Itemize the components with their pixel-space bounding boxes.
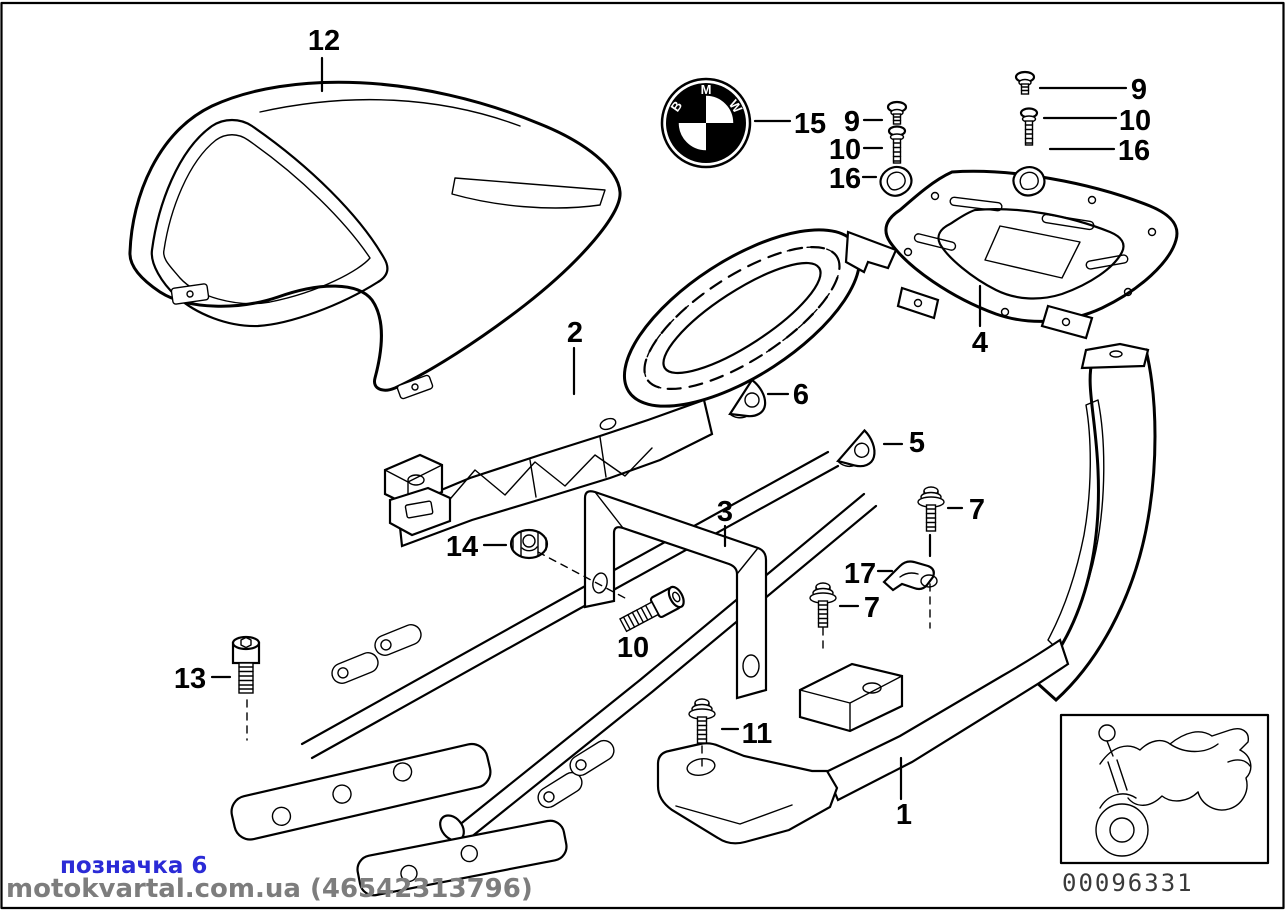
grommet-icon bbox=[876, 162, 916, 201]
callout-10-mid: 10 bbox=[617, 632, 649, 664]
callout-16-left: 16 bbox=[829, 163, 861, 195]
screw-icon bbox=[886, 100, 908, 126]
bmw-letter-m: M bbox=[701, 82, 712, 97]
socket-bolt-part-13 bbox=[231, 635, 261, 695]
carrier-bracket-part-2 bbox=[383, 228, 898, 548]
flange-bolt-part-7-upper bbox=[917, 486, 945, 532]
callout-1: 1 bbox=[896, 799, 912, 831]
seat-cowl-part-12 bbox=[128, 80, 622, 400]
side-carrier-part-1 bbox=[656, 342, 1157, 845]
support-bracket-part-3 bbox=[583, 490, 768, 700]
callout-15: 15 bbox=[794, 108, 826, 140]
callout-2: 2 bbox=[567, 317, 583, 349]
callout-16-right: 16 bbox=[1118, 135, 1150, 167]
callout-3: 3 bbox=[717, 496, 733, 528]
callout-7-upper: 7 bbox=[969, 494, 985, 526]
flange-bolt-part-11 bbox=[688, 698, 716, 744]
flange-bolt-part-7-lower bbox=[809, 582, 837, 628]
subframe-rails bbox=[230, 450, 878, 897]
callout-10-left: 10 bbox=[829, 134, 861, 166]
socket-bolt-part-10-middle bbox=[619, 585, 685, 633]
callout-4: 4 bbox=[972, 327, 988, 359]
callout-10-right: 10 bbox=[1119, 105, 1151, 137]
motorcycle-icon bbox=[1095, 724, 1252, 857]
leader-lines bbox=[210, 56, 1128, 801]
thumbnail-box: 00096331 bbox=[1059, 713, 1270, 897]
callout-13: 13 bbox=[174, 663, 206, 695]
callout-14: 14 bbox=[446, 531, 478, 563]
callout-7-lower: 7 bbox=[864, 592, 880, 624]
watermark-label: позначка 6 bbox=[60, 853, 207, 879]
grommet-icon bbox=[1012, 166, 1046, 197]
screw-icon bbox=[1014, 70, 1036, 96]
screw-icon bbox=[1019, 107, 1039, 147]
callout-5: 5 bbox=[909, 427, 925, 459]
callout-17: 17 bbox=[844, 558, 876, 590]
hex-nut-part-14 bbox=[509, 528, 549, 560]
callout-11: 11 bbox=[742, 718, 773, 750]
screw-icon bbox=[887, 125, 907, 165]
bmw-roundel-part-15: B M W bbox=[660, 77, 752, 169]
callout-12: 12 bbox=[308, 25, 340, 57]
fastener-group-left bbox=[876, 100, 916, 201]
callout-9-right: 9 bbox=[1131, 74, 1147, 106]
spring-clip-part-17 bbox=[882, 560, 938, 592]
clip-part-5 bbox=[836, 426, 879, 471]
luggage-rack-part-4 bbox=[884, 169, 1179, 340]
callout-9-left: 9 bbox=[844, 106, 860, 138]
fastener-group-right bbox=[1012, 70, 1046, 197]
image-part-number: 00096331 bbox=[1062, 869, 1194, 897]
callout-6: 6 bbox=[793, 379, 809, 411]
watermark-site: motokvartal.com.ua (46542313796) bbox=[6, 874, 533, 904]
